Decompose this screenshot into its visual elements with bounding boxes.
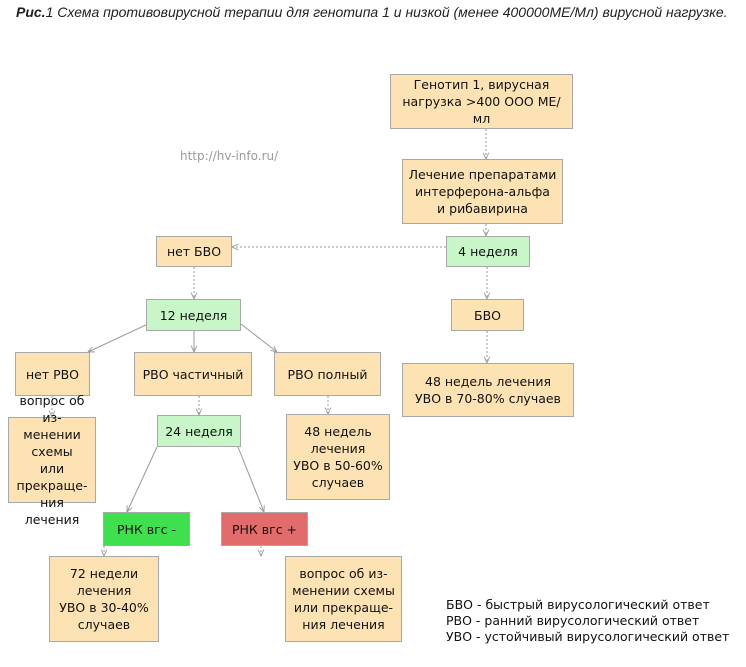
legend-rvo: РВО - ранний вирусологический ответ — [446, 613, 700, 628]
week4-box: 4 неделя — [446, 236, 530, 267]
link-week24-rnaneg — [127, 446, 158, 512]
abbreviation-legend: БВО - быстрый вирусологический ответ РВО… — [446, 597, 729, 645]
link-week24-rnapos — [237, 446, 264, 512]
caption-prefix: Рис. — [16, 4, 46, 20]
link-week12-full — [240, 323, 277, 352]
rvo-partial-box: РВО частичный — [134, 352, 252, 396]
link-week12-nortvo — [88, 323, 149, 352]
week24-box: 24 неделя — [157, 415, 241, 447]
bvo-box: БВО — [451, 299, 524, 331]
rna-negative-box: РНК вгс - — [103, 512, 190, 546]
result-48-weeks-box: 48 недель лечения УВО в 70-80% случаев — [402, 363, 574, 417]
figure-caption: Рис.1 Схема противовирусной терапии для … — [16, 3, 736, 21]
no-bvo-box: нет БВО — [156, 236, 232, 267]
rvo-full-box: РВО полный — [274, 352, 381, 396]
week12-box: 12 неделя — [146, 299, 241, 331]
legend-uvo: УВО - устойчивый вирусологический ответ — [446, 629, 730, 644]
treatment-box: Лечение препаратами интерферона-альфа и … — [402, 159, 563, 224]
question-box-left: вопрос об из- менении схемы или прекраще… — [8, 393, 96, 527]
result-48-weeks-box-2: 48 недель лечения УВО в 50-60% случаев — [286, 414, 390, 500]
rna-positive-box: РНК вгс + — [221, 512, 308, 546]
genotype-box: Генотип 1, вирусная нагрузка >400 ООО МЕ… — [390, 74, 573, 129]
no-rvo-box: нет РВО — [15, 352, 90, 396]
caption-text: Схема противовирусной терапии для геноти… — [53, 4, 728, 20]
caption-number: 1 — [45, 4, 54, 20]
watermark-url: http://hv-info.ru/ — [180, 149, 279, 163]
question-box-right: вопрос об из- менении схемы или прекраще… — [285, 556, 402, 642]
result-72-weeks-box: 72 недели лечения УВО в 30-40% случаев — [49, 556, 159, 642]
legend-bvo: БВО - быстрый вирусологический ответ — [446, 597, 710, 612]
